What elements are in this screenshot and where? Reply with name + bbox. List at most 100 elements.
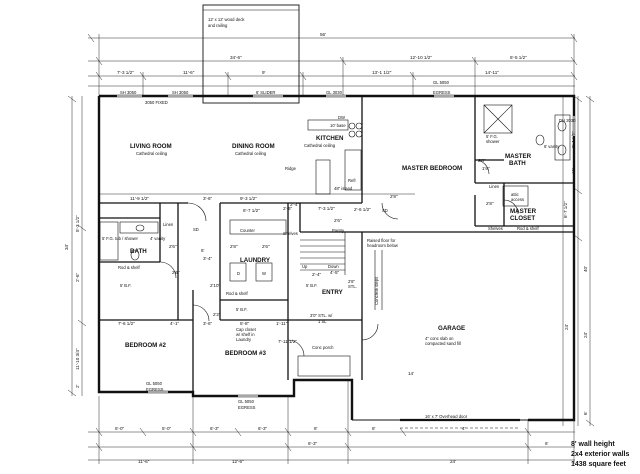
deck [202, 4, 300, 104]
room-bedroom-3: BEDROOM #3 [225, 350, 266, 357]
dim-bot7: 4' [462, 426, 466, 431]
dim-top-seg4: 13'-1 1/2" [372, 70, 392, 75]
window-fixed3050: 3050 FIXED [145, 100, 168, 105]
dim-top-b: 12'-10 1/2" [410, 55, 432, 60]
deck-label: 12' x 12' wood deck [208, 17, 245, 22]
smoke-detector-b: SD [382, 208, 388, 213]
dim-v-2-8: 2'8" [230, 244, 238, 249]
dim-mid-g: 2'-6 1/2" [354, 207, 371, 212]
counter [307, 119, 349, 131]
refrigerator-label: Refr [348, 178, 357, 183]
dishwasher-label: DW [338, 115, 345, 120]
dim-mid-c: 9'-3 1/2" [240, 196, 257, 201]
dining-ceiling: Cathedral ceiling [235, 151, 267, 156]
window-egress-b2: EGRESS [146, 387, 164, 392]
dim-mid-a: 11'-9 1/2" [130, 196, 149, 201]
porch [297, 355, 351, 377]
living-ceiling: Cathedral ceiling [136, 151, 168, 156]
dim-bot-b1: 11'-6" [138, 459, 150, 464]
dim-v-2-6: 2'6" [169, 244, 177, 249]
dim-mid-b: 3'-6" [203, 196, 213, 201]
up-label: Up [302, 264, 308, 269]
window-gl5050-b3: GL 5050 [238, 399, 255, 404]
dim-right-d: 24' [583, 332, 588, 338]
dim-bot3: 6'-3" [210, 426, 220, 431]
window-gl5050-b2: GL 5050 [146, 381, 163, 386]
dim-v-2-8b: 2'8" [390, 194, 398, 199]
shower-label-2: shower [486, 139, 500, 144]
dim-left-b: 11'-10 3/4" [75, 348, 80, 370]
rod-shelf-bath: Rod & shelf [118, 265, 140, 270]
dim-v-2-10: 2'10" [210, 283, 221, 288]
dim-garage-14: 14' [408, 371, 414, 376]
dim-v-3-4: 3'-4" [203, 256, 213, 261]
linen-label: Linen [489, 184, 500, 189]
dim-right-b: 16' [571, 168, 576, 174]
shelves-mc: Shelves [488, 226, 503, 231]
dim-b2-w: 7'-6 1/2" [118, 321, 135, 326]
dim-v-2-4b: 2'-4" [312, 272, 322, 277]
shower-label: 5' F.G. [486, 134, 498, 139]
dim-left-a: 5'-3 1/2" [75, 215, 80, 232]
kitchen-ceiling: Cathedral ceiling [304, 143, 336, 148]
room-master-closet-2: CLOSET [510, 215, 535, 222]
note-exterior-walls: 2x4 exterior walls [571, 451, 629, 458]
dim-mid-d: 6'-7 1/2" [243, 208, 260, 213]
dim-b3-w: 3'-6" [203, 321, 213, 326]
room-living: LIVING ROOM [130, 143, 172, 150]
bf-entry: 5' B.F. [306, 283, 318, 288]
room-master-bath: MASTER [505, 153, 532, 160]
dim-v-4-5: 4'-5" [330, 270, 340, 275]
dim-v-2-8c: 2'8" [478, 158, 486, 163]
dim-left-total: 34' [64, 244, 69, 250]
dim-v-2-6d: 2'6" [334, 218, 342, 223]
dim-b3-w2: 5'-8" [240, 321, 250, 326]
access-label: access [511, 197, 524, 202]
room-bath: BATH [130, 248, 147, 255]
stl-entry-2: STL. [348, 284, 357, 289]
bath-vanity: 4' vanity [150, 236, 166, 241]
coat-closet-3: Laundry [236, 337, 252, 342]
window-dh2030: DH 2030 [559, 118, 576, 123]
dim-bot-b5: 6' [545, 441, 549, 446]
window-gl5050-master: GL 5050 [433, 80, 450, 85]
bf-bath: 5' B.F. [120, 283, 132, 288]
conc-porch: Conc porch [312, 345, 334, 350]
master-vanity: 6' vanity [544, 144, 560, 149]
linen-bath: Linen [163, 222, 174, 227]
dim-garage-24: 24' [564, 324, 569, 330]
window-gl3030: GL 3030 [326, 90, 343, 95]
room-garage: GARAGE [438, 325, 465, 332]
dim-b3-w3: 1'-11" [276, 321, 288, 326]
coat-closet-2: w/ shelf in [236, 332, 255, 337]
dim-bot6: 8' [372, 426, 376, 431]
refrigerator-icon [344, 149, 362, 191]
dim-right-total: 40' [583, 266, 588, 272]
window-sh3050-a: SH 3050 [120, 90, 137, 95]
dim-left-d: 2' [75, 384, 80, 388]
dim-v-6: 6' [201, 248, 205, 253]
overhead-door: 16' x 7' Overhead door [425, 414, 468, 419]
dim-deck-width: 34'-6" [230, 55, 242, 60]
toilet-icon [535, 134, 545, 146]
dim-b2-w2: 4'-1" [170, 321, 180, 326]
room-laundry: LAUNDRY [240, 257, 271, 264]
dim-v-7-11: 7'-11 1/2" [278, 339, 297, 344]
slab-label: 4" conc slab on [425, 336, 454, 341]
room-master-bath-2: BATH [509, 160, 526, 167]
laundry-counter [229, 219, 287, 235]
tub-icon [99, 221, 119, 261]
down-label: Down [328, 264, 339, 269]
dim-v-2-6b: 2'6" [172, 270, 180, 275]
deck-label-2: and railing [208, 23, 228, 28]
room-kitchen: KITCHEN [316, 135, 344, 142]
dim-overall-top: 56' [320, 32, 326, 37]
fixtures [99, 95, 575, 429]
stl-front: 3'0" STL. w/ [310, 313, 333, 318]
smoke-detector-a: SD [193, 227, 199, 232]
dim-v-2-6c: 2'6" [262, 244, 270, 249]
ridge-label: Ridge [285, 166, 297, 171]
room-entry: ENTRY [322, 289, 344, 296]
island [315, 159, 331, 195]
